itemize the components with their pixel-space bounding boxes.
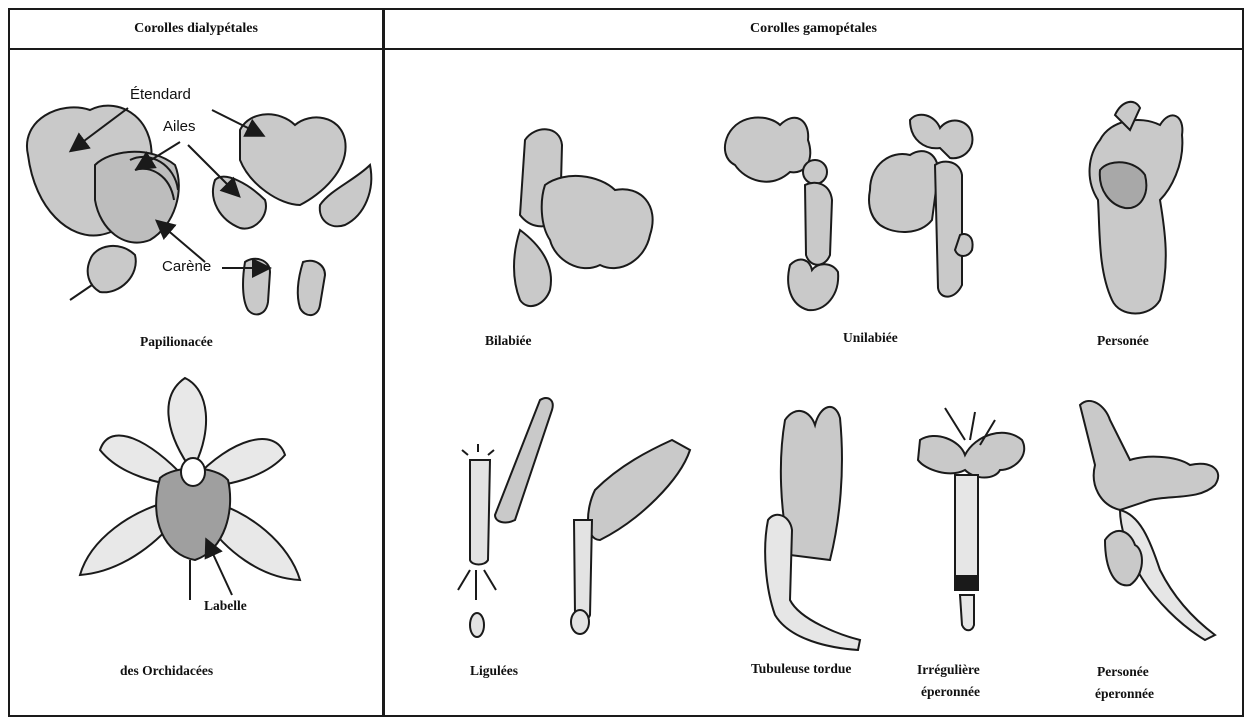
label-ligulees: Ligulées xyxy=(470,663,518,679)
bilabiee-illustration xyxy=(514,129,653,306)
labelle-pointer-line xyxy=(207,541,232,595)
label-etendard: Étendard xyxy=(130,86,191,103)
unilabiee-illustration-1 xyxy=(725,117,838,310)
label-personee-eperonnee: éperonnée xyxy=(1095,686,1154,702)
label-carene: Carène xyxy=(162,258,211,275)
label-personee: Personée xyxy=(1097,333,1149,349)
label-tubuleuse-tordue: Tubuleuse tordue xyxy=(751,661,851,677)
ligulees-illustration-1 xyxy=(458,398,553,637)
personee-eperonnee-illustration xyxy=(1080,401,1218,640)
orchidacee-illustration xyxy=(80,378,300,600)
unilabiee-illustration-2 xyxy=(869,115,973,297)
label-ailes: Ailes xyxy=(163,118,196,135)
irreguliere-eperonnee-illustration xyxy=(918,408,1024,630)
label-orchidacees: des Orchidacées xyxy=(120,663,213,679)
ligulees-illustration-2 xyxy=(571,440,690,634)
label-irreguliere: Irrégulière xyxy=(917,662,980,678)
papilionacee-illustration xyxy=(27,106,371,315)
tubuleuse-tordue-illustration xyxy=(765,407,860,650)
label-bilabiee: Bilabiée xyxy=(485,333,532,349)
label-unilabiee: Unilabiée xyxy=(843,330,898,346)
label-labelle: Labelle xyxy=(204,598,247,614)
personee-illustration xyxy=(1090,102,1183,314)
label-papilionacee: Papilionacée xyxy=(140,334,213,350)
label-personee-2: Personée xyxy=(1097,664,1149,680)
label-irreguliere-eperonnee: éperonnée xyxy=(921,684,980,700)
